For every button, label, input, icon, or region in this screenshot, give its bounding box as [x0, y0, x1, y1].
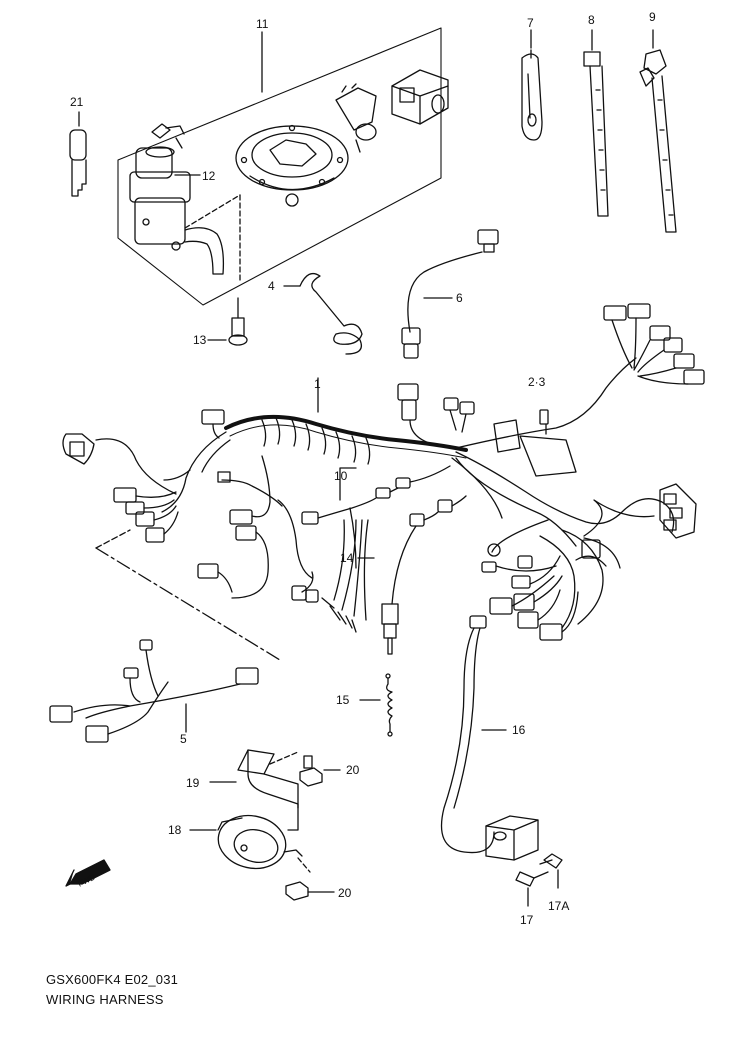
callout-18: 18: [168, 823, 182, 837]
callout-1: 1: [314, 377, 321, 391]
seat-lock: [335, 83, 377, 153]
callout-6: 6: [456, 291, 463, 305]
part-1-main-harness: [62, 303, 705, 661]
callout-4: 4: [268, 279, 275, 293]
part-19-bracket: [209, 749, 299, 831]
callout-2-3: 2·3: [528, 375, 546, 389]
part-6-sensor-lead: [401, 229, 499, 359]
callout-20-upper: 20: [346, 763, 360, 777]
callout-8: 8: [588, 13, 595, 27]
callout-10: 10: [334, 469, 348, 483]
callout-16: 16: [512, 723, 526, 737]
callout-20-lower: 20: [338, 886, 352, 900]
part-17-screw: [515, 871, 549, 907]
lock-cylinder: [391, 69, 449, 125]
callout-9: 9: [649, 10, 656, 24]
diagram-title: WIRING HARNESS: [46, 992, 164, 1007]
callout-11: 11: [256, 17, 269, 31]
part-9-cable-tie-clip: [639, 29, 677, 233]
part-14-switch: [357, 495, 467, 655]
part-21-key: [69, 111, 87, 197]
part-20-bolt-lower: [285, 881, 335, 901]
callout-14: 14: [340, 551, 354, 565]
part-7-clamp: [521, 29, 543, 141]
part-4-spring-clip: [283, 272, 363, 355]
part-15-spring: [359, 673, 393, 737]
callout-17a: 17A: [548, 899, 569, 913]
callout-13: 13: [193, 333, 207, 347]
callout-5: 5: [180, 732, 187, 746]
part-18-horn: [189, 814, 311, 873]
part-20-bolt-upper: [299, 755, 341, 787]
callout-19: 19: [186, 776, 200, 790]
callout-21: 21: [70, 95, 84, 109]
part-13-screw: [207, 297, 248, 346]
callout-17: 17: [520, 913, 534, 927]
part-5-sub-harness: [49, 639, 259, 743]
fwd-arrow-icon: [65, 859, 111, 887]
ignition-switch: [129, 123, 225, 275]
callout-7: 7: [527, 16, 534, 30]
diagram-code: GSX600FK4 E02_031: [46, 972, 179, 987]
fuel-cap-lock: [235, 124, 349, 207]
part-8-cable-tie: [583, 29, 609, 217]
part-17a-screw: [539, 853, 563, 889]
part-11-ignition-kit-box: [117, 27, 449, 306]
part-16-side-stand-switch: [440, 615, 539, 861]
callout-12: 12: [202, 169, 216, 183]
callout-15: 15: [336, 693, 350, 707]
